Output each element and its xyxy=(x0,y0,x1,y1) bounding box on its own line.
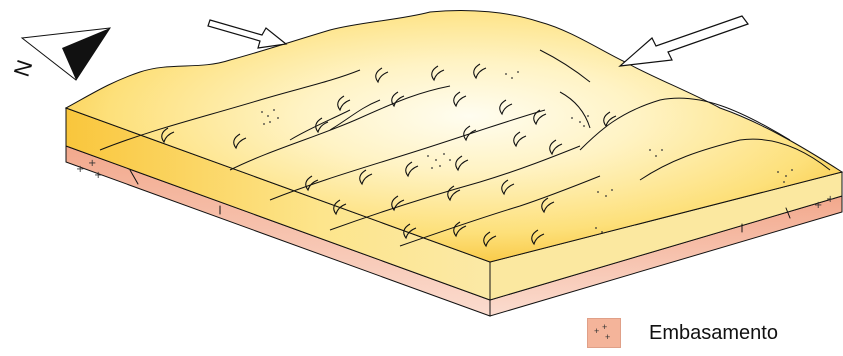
wind-direction-arrow-icon xyxy=(208,20,286,48)
legend-label-basement: Embasamento xyxy=(649,322,778,345)
legend: + + + Embasamento xyxy=(587,318,778,348)
north-arrow-icon xyxy=(22,28,110,80)
legend-swatch-basement: + + + xyxy=(587,318,621,348)
svg-text:+: + xyxy=(814,200,822,211)
svg-text:+: + xyxy=(76,164,84,175)
svg-text:+: + xyxy=(826,194,834,205)
wind-direction-arrow-icon xyxy=(620,16,748,66)
svg-text:+: + xyxy=(88,158,96,169)
svg-text:+: + xyxy=(94,170,102,181)
north-label: N xyxy=(9,57,38,80)
